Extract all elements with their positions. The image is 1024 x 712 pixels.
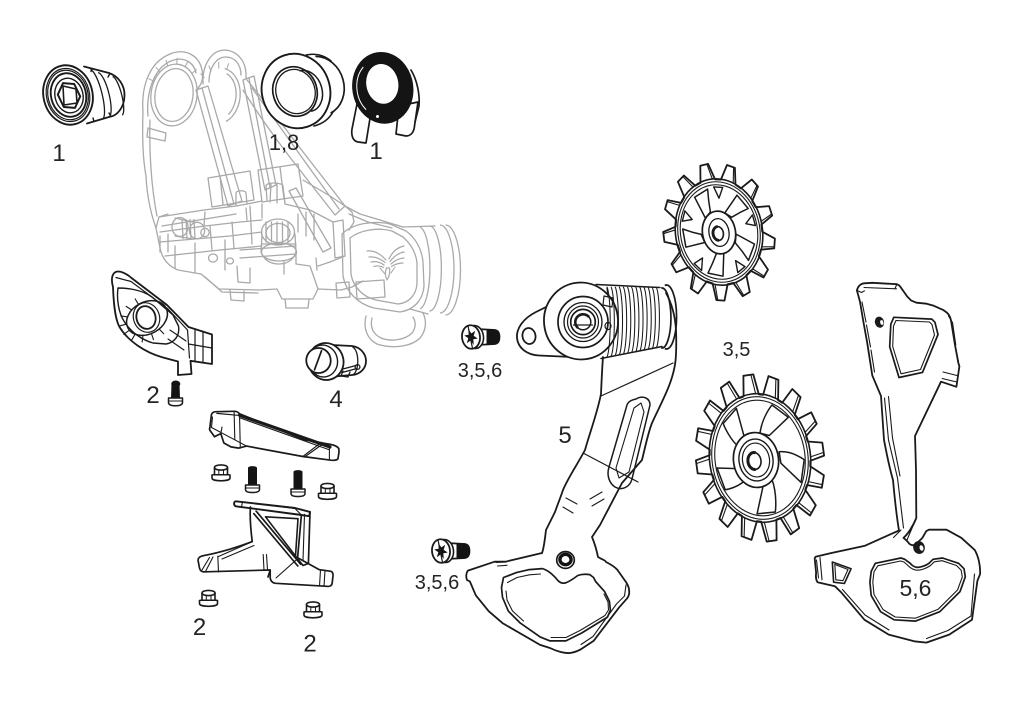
svg-text:1: 1	[369, 138, 382, 165]
svg-text:2: 2	[146, 382, 159, 409]
svg-text:5: 5	[558, 422, 571, 449]
svg-text:5,6: 5,6	[900, 575, 932, 601]
svg-text:2: 2	[303, 631, 316, 658]
svg-text:3,5: 3,5	[723, 339, 751, 361]
svg-text:1,8: 1,8	[269, 130, 300, 155]
svg-text:2: 2	[193, 614, 206, 641]
svg-text:3,5,6: 3,5,6	[415, 572, 459, 594]
svg-text:1: 1	[52, 140, 65, 167]
svg-text:4: 4	[329, 386, 342, 413]
svg-text:3,5,6: 3,5,6	[458, 360, 502, 382]
